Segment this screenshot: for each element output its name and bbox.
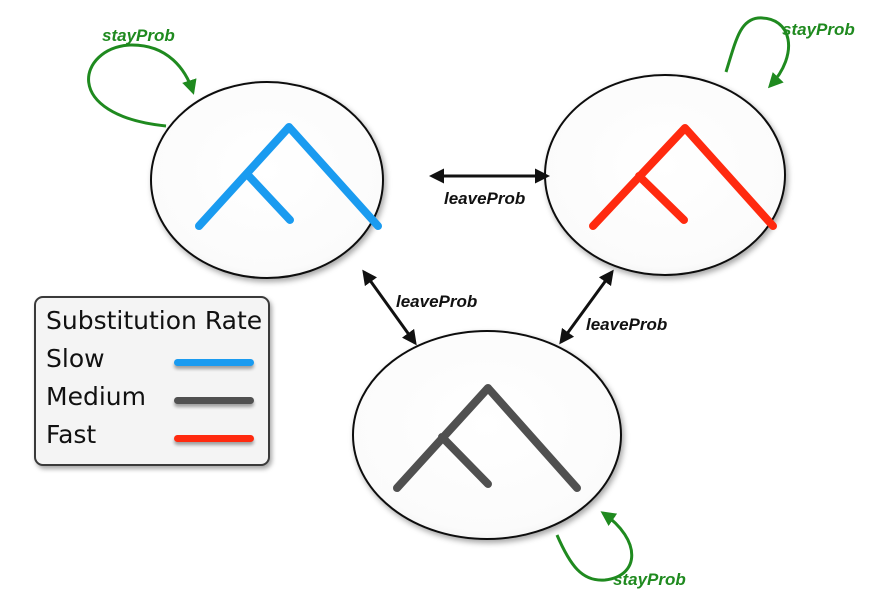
legend-swatch: [174, 435, 254, 442]
tree-slow-icon: [195, 123, 382, 230]
legend-title: Substitution Rate: [46, 306, 263, 335]
leave-arrow-slow-medium: [362, 269, 417, 346]
node-slow: [150, 81, 384, 279]
loop-label-fast: stayProb: [782, 20, 855, 39]
edge-label-slow-medium: leaveProb: [396, 292, 477, 311]
leave-arrow-fast-medium: [559, 269, 614, 345]
legend-item-fast: Fast: [46, 420, 266, 456]
stay-loop-slow: [87, 43, 197, 128]
edge-label-fast-medium: leaveProb: [586, 315, 667, 334]
edge-label-slow-fast: leaveProb: [444, 189, 525, 208]
loop-label-slow: stayProb: [102, 26, 175, 45]
legend-label: Medium: [46, 382, 146, 411]
legend: Substitution Rate Slow Medium Fast: [34, 296, 270, 466]
loop-label-medium: stayProb: [613, 570, 686, 589]
legend-label: Slow: [46, 344, 105, 373]
legend-swatch: [174, 397, 254, 404]
tree-fast-icon: [589, 124, 777, 230]
stay-loop-fast: [724, 16, 790, 89]
node-medium: [352, 330, 622, 540]
legend-item-slow: Slow: [46, 344, 266, 380]
stay-loop-medium: [555, 511, 634, 582]
legend-label: Fast: [46, 420, 97, 449]
legend-item-medium: Medium: [46, 382, 266, 418]
tree-medium-icon: [393, 384, 581, 492]
legend-swatch: [174, 359, 254, 366]
node-fast: [544, 74, 786, 276]
